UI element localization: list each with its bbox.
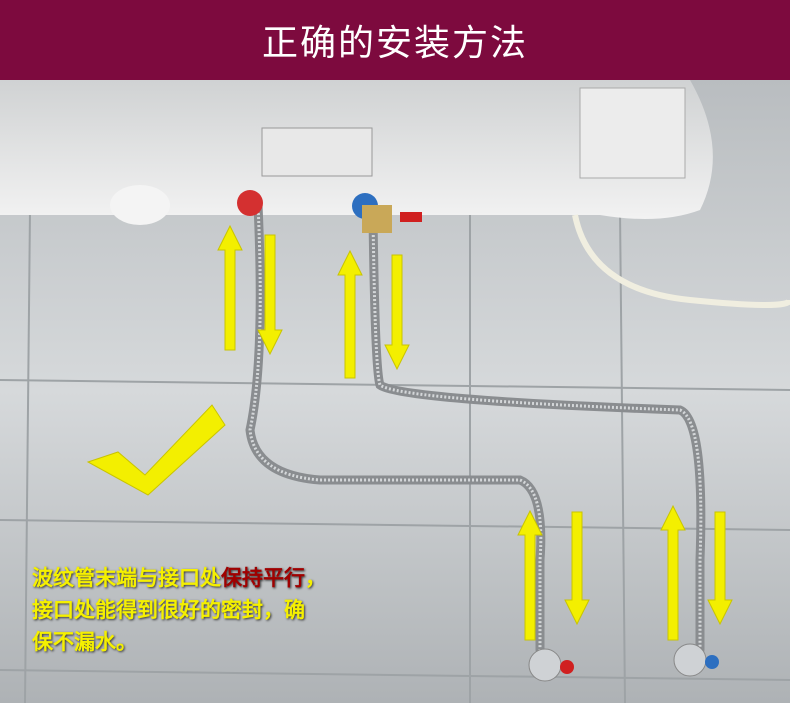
arrow-up-icon	[517, 509, 543, 641]
arrow-down-icon	[707, 511, 733, 626]
arrow-up-icon	[660, 504, 686, 641]
caption-line-1: 波纹管末端与接口处	[32, 566, 221, 590]
page-title: 正确的安装方法	[261, 23, 528, 64]
caption-text: 波纹管末端与接口处保持平行， 接口处能得到很好的密封，确 保不漏水。	[32, 562, 326, 658]
checkmark-icon	[86, 404, 226, 496]
title-banner: 正确的安装方法	[0, 0, 790, 80]
caption-highlight: 保持平行	[221, 566, 305, 590]
arrow-down-icon	[564, 511, 590, 626]
spec-label	[579, 87, 686, 179]
caption-line-2: 接口处能得到很好的密封，确	[32, 598, 305, 622]
arrow-down-icon	[257, 234, 283, 356]
arrow-up-icon	[217, 224, 243, 351]
wall-cap	[110, 185, 170, 225]
tile-grout	[0, 209, 790, 703]
angle-valve-hot	[528, 648, 562, 682]
spec-label	[261, 127, 373, 177]
angle-valve-cold	[673, 643, 707, 677]
installation-photo	[0, 80, 790, 703]
caption-line-3: 保不漏水。	[32, 630, 137, 654]
caption-punctuation: ，	[305, 566, 326, 590]
arrow-down-icon	[384, 254, 410, 371]
power-cord	[572, 214, 790, 308]
arrow-up-icon	[337, 249, 363, 379]
